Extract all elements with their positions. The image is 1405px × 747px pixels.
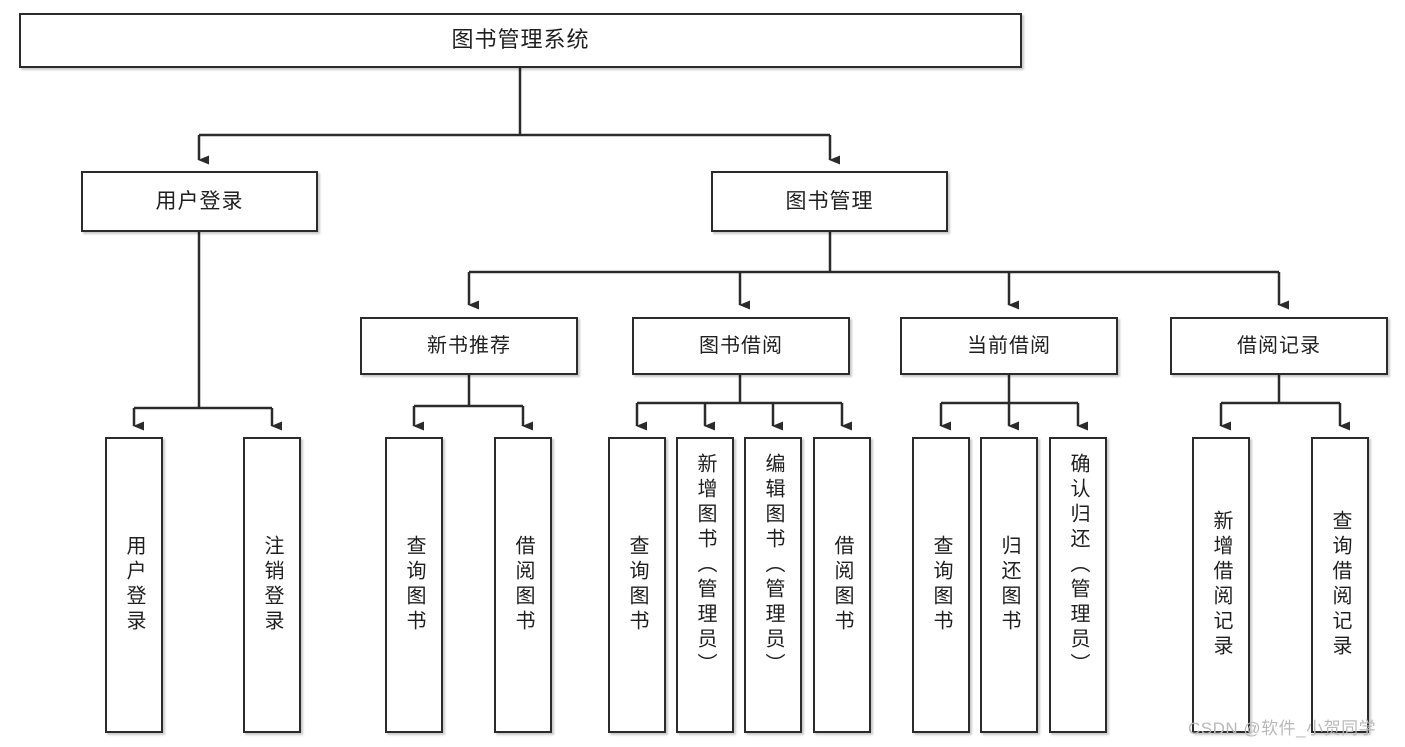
leaf-current-borrow-query-book[interactable]: 查询图书	[912, 437, 970, 733]
leaf-borrow-record-query-record[interactable]: 查询借阅记录	[1311, 437, 1369, 733]
node-label: 确认归还（管理员）	[1067, 453, 1089, 678]
leaf-new-book-borrow-book[interactable]: 借阅图书	[494, 437, 552, 733]
node-label: 借阅图书	[512, 535, 534, 635]
leaf-current-borrow-confirm-return-admin[interactable]: 确认归还（管理员）	[1049, 437, 1107, 733]
node-label: 注销登录	[261, 535, 283, 635]
node-label: 借阅图书	[831, 535, 853, 635]
leaf-borrow-record-add-record[interactable]: 新增借阅记录	[1192, 437, 1250, 733]
leaf-new-book-query-book[interactable]: 查询图书	[385, 437, 443, 733]
node-new-book-recommend[interactable]: 新书推荐	[360, 317, 578, 375]
node-root-book-management-system[interactable]: 图书管理系统	[19, 13, 1022, 68]
node-label: 图书管理系统	[451, 27, 590, 53]
leaf-book-borrow-add-book-admin[interactable]: 新增图书（管理员）	[676, 437, 734, 733]
node-book-borrow[interactable]: 图书借阅	[632, 317, 850, 375]
node-book-management[interactable]: 图书管理	[711, 171, 948, 232]
node-label: 新书推荐	[427, 335, 511, 357]
node-borrow-record[interactable]: 借阅记录	[1170, 317, 1388, 375]
node-label: 归还图书	[998, 535, 1020, 635]
node-label: 新增借阅记录	[1210, 510, 1232, 660]
leaf-user-login-logout[interactable]: 注销登录	[243, 437, 301, 733]
node-label: 查询借阅记录	[1329, 510, 1351, 660]
node-label: 用户登录	[123, 535, 145, 635]
node-label: 当前借阅	[967, 335, 1051, 357]
node-label: 编辑图书（管理员）	[762, 453, 784, 678]
leaf-user-login-login[interactable]: 用户登录	[105, 437, 163, 733]
node-user-login[interactable]: 用户登录	[81, 171, 318, 232]
node-label: 图书借阅	[699, 335, 783, 357]
leaf-book-borrow-query-book[interactable]: 查询图书	[608, 437, 666, 733]
node-label: 借阅记录	[1237, 335, 1321, 357]
node-label: 新增图书（管理员）	[694, 453, 716, 678]
node-label: 查询图书	[626, 535, 648, 635]
node-label: 用户登录	[155, 189, 244, 213]
node-label: 查询图书	[930, 535, 952, 635]
node-current-borrow[interactable]: 当前借阅	[900, 317, 1118, 375]
leaf-current-borrow-return-book[interactable]: 归还图书	[980, 437, 1038, 733]
node-label: 图书管理	[785, 189, 874, 213]
leaf-book-borrow-borrow-book[interactable]: 借阅图书	[813, 437, 871, 733]
leaf-book-borrow-edit-book-admin[interactable]: 编辑图书（管理员）	[744, 437, 802, 733]
node-label: 查询图书	[403, 535, 425, 635]
